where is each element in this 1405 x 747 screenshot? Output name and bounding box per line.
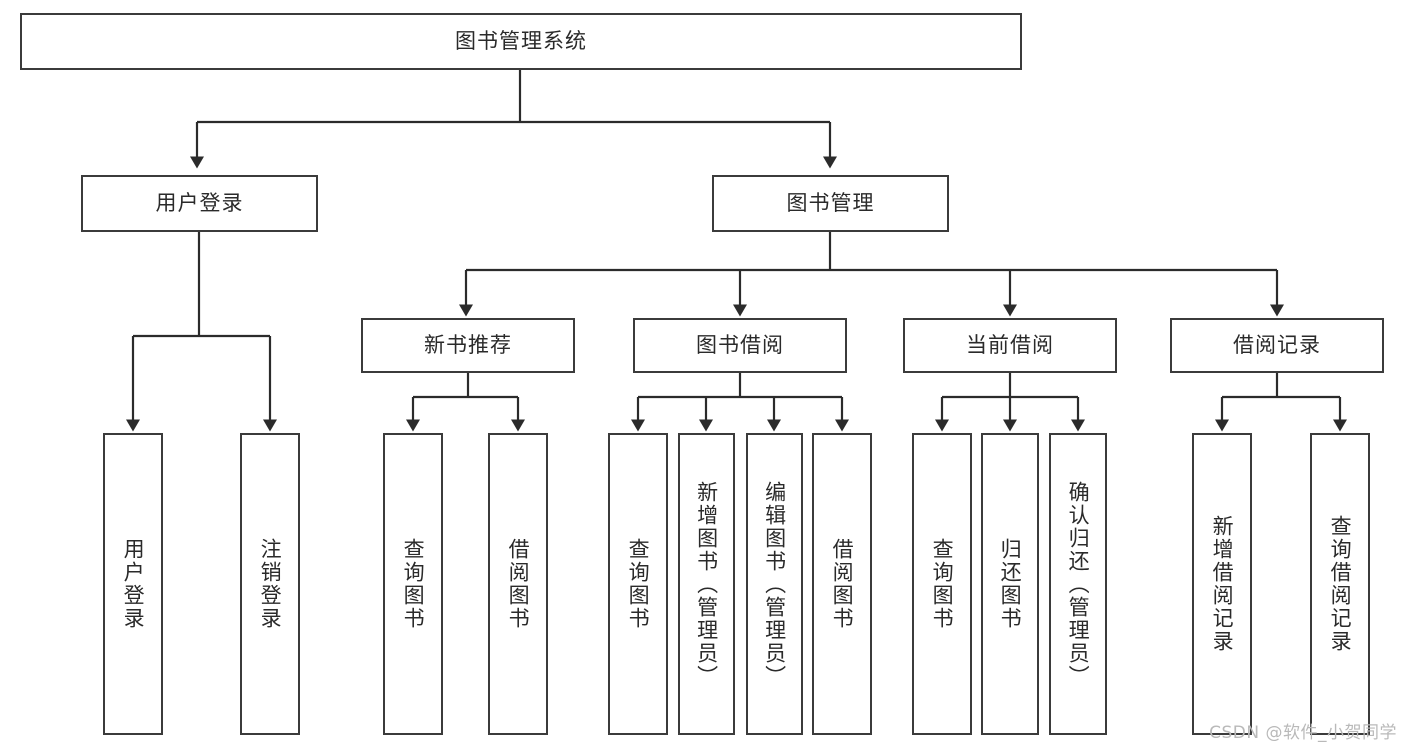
leaf-label: 查询借阅记录 [1328,515,1353,653]
leaf-label: 新增借阅记录 [1210,515,1235,653]
leaf-user-login-signin[interactable]: 用户登录 [103,433,163,735]
leaf-records-query[interactable]: 查询借阅记录 [1310,433,1370,735]
leaf-label: 确认归还（管理员） [1066,480,1091,688]
leaf-user-login-logout[interactable]: 注销登录 [240,433,300,735]
leaf-current-return-book[interactable]: 归还图书 [981,433,1039,735]
leaf-borrow-add-book-admin[interactable]: 新增图书（管理员） [678,433,735,735]
leaf-label: 新增图书（管理员） [694,480,719,688]
leaf-borrow-borrow-book[interactable]: 借阅图书 [812,433,872,735]
node-new-book-recommend[interactable]: 新书推荐 [361,318,575,373]
watermark: CSDN @软件_小贺同学 [1209,723,1397,743]
leaf-new-book-borrow[interactable]: 借阅图书 [488,433,548,735]
leaf-records-add[interactable]: 新增借阅记录 [1192,433,1252,735]
node-borrow-records[interactable]: 借阅记录 [1170,318,1384,373]
node-current-borrow[interactable]: 当前借阅 [903,318,1117,373]
leaf-label: 用户登录 [121,538,146,630]
leaf-label: 查询图书 [401,538,426,630]
leaf-borrow-query[interactable]: 查询图书 [608,433,668,735]
node-root[interactable]: 图书管理系统 [20,13,1022,70]
node-book-management[interactable]: 图书管理 [712,175,949,232]
leaf-label: 编辑图书（管理员） [762,480,787,688]
leaf-label: 注销登录 [258,538,283,630]
leaf-label: 借阅图书 [506,538,531,630]
leaf-label: 查询图书 [626,538,651,630]
leaf-label: 归还图书 [998,538,1023,630]
leaf-current-query[interactable]: 查询图书 [912,433,972,735]
leaf-new-book-query[interactable]: 查询图书 [383,433,443,735]
leaf-label: 查询图书 [930,538,955,630]
leaf-borrow-edit-book-admin[interactable]: 编辑图书（管理员） [746,433,803,735]
node-user-login[interactable]: 用户登录 [81,175,318,232]
leaf-current-confirm-return-admin[interactable]: 确认归还（管理员） [1049,433,1107,735]
leaf-label: 借阅图书 [830,538,855,630]
node-book-borrow[interactable]: 图书借阅 [633,318,847,373]
